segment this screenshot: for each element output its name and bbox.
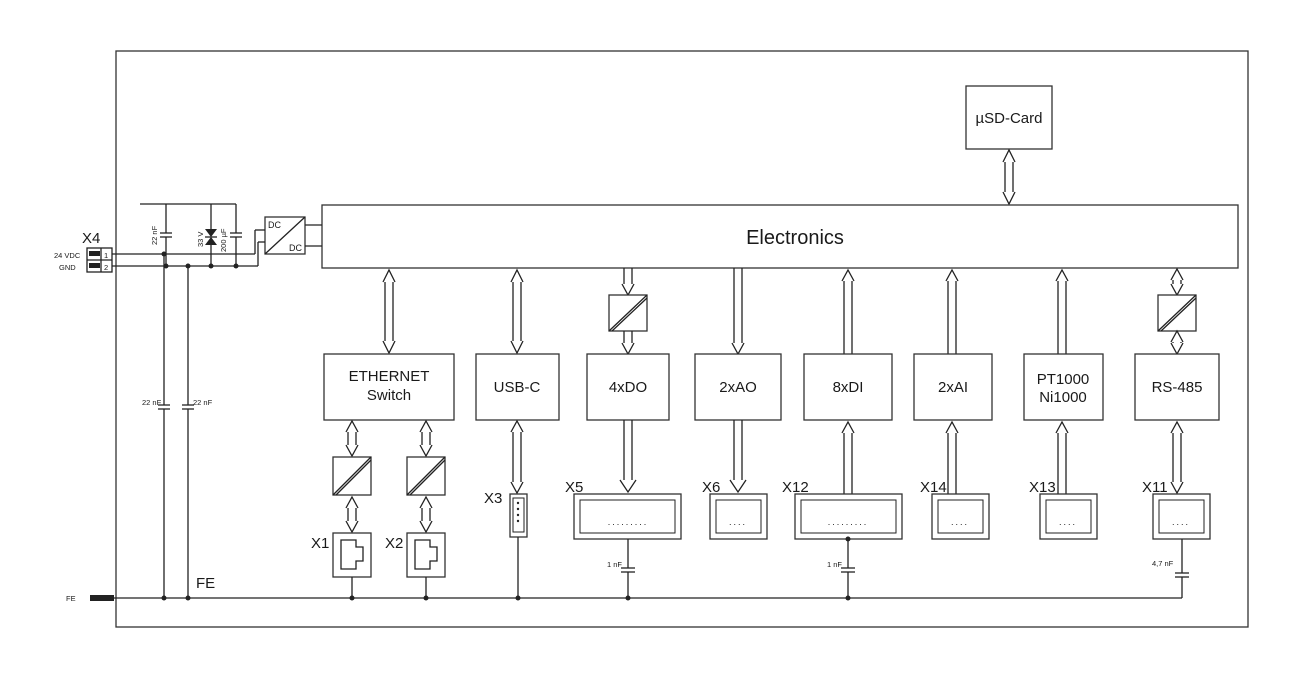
do-block bbox=[586, 353, 670, 421]
electronics-block bbox=[321, 204, 1239, 269]
fe-capacitor-2-label: 22 nF bbox=[193, 398, 213, 407]
ethernet-switch-label-line1: ETHERNET bbox=[349, 368, 430, 385]
x12-capacitor-label: 1 nF bbox=[827, 560, 842, 569]
rs485-label: RS-485 bbox=[1152, 379, 1203, 396]
fe-capacitor-2 bbox=[182, 266, 194, 598]
x11-capacitor-label: 4,7 nF bbox=[1152, 559, 1174, 568]
x12-terminal: ......... bbox=[794, 493, 903, 601]
ai-input-arrow bbox=[945, 268, 959, 354]
di-block bbox=[803, 353, 893, 421]
input-capacitor-label: 22 nF bbox=[150, 225, 159, 245]
ao-label: 2xAO bbox=[719, 379, 757, 396]
x3-usb-connector bbox=[509, 493, 528, 601]
dcdc-input-label: DC bbox=[268, 220, 281, 230]
x12-input-arrow bbox=[841, 420, 855, 494]
x6-output-arrow bbox=[729, 420, 747, 494]
svg-text:....: .... bbox=[1059, 517, 1077, 527]
x2-connector-label: X2 bbox=[385, 535, 403, 552]
x4-pin1-number: 1 bbox=[104, 251, 108, 260]
pt-input-arrow bbox=[1055, 268, 1069, 354]
x3-connector-label: X3 bbox=[484, 490, 502, 507]
device-enclosure bbox=[115, 50, 1249, 628]
dcdc-output-label: DC bbox=[289, 243, 302, 253]
bulk-capacitor bbox=[230, 204, 242, 266]
svg-text:.........: ......... bbox=[828, 517, 869, 527]
usbc-label: USB-C bbox=[494, 379, 541, 396]
x12-connector-label: X12 bbox=[782, 479, 809, 496]
ao-block bbox=[694, 353, 782, 421]
sd-card-bus-arrow bbox=[1002, 148, 1016, 206]
bulk-capacitor-label: 200 µF bbox=[219, 228, 228, 252]
fe-capacitor-1 bbox=[158, 254, 170, 598]
x14-connector-label: X14 bbox=[920, 479, 947, 496]
ethernet-switch-label-line2: Switch bbox=[367, 387, 411, 404]
fe-capacitor-1-label: 22 nF bbox=[142, 398, 162, 407]
svg-text:....: .... bbox=[1172, 517, 1190, 527]
x14-input-arrow bbox=[945, 420, 959, 494]
svg-text:.........: ......... bbox=[608, 517, 649, 527]
input-capacitor-22nf bbox=[160, 204, 172, 266]
di-input-arrow bbox=[841, 268, 855, 354]
usbc-block bbox=[475, 353, 560, 421]
x5-terminal: ......... bbox=[573, 493, 682, 601]
electronics-label: Electronics bbox=[746, 227, 844, 249]
x14-terminal: .... bbox=[931, 493, 990, 540]
fe-terminal bbox=[90, 595, 114, 601]
rs485-block bbox=[1134, 353, 1220, 421]
ethernet-bus-arrow bbox=[382, 268, 396, 355]
dcdc-converter: DC DC bbox=[264, 216, 306, 255]
fe-terminal-label: FE bbox=[66, 594, 76, 603]
x5-capacitor-label: 1 nF bbox=[607, 560, 622, 569]
x2-rj45-jack bbox=[406, 532, 446, 601]
fe-rail-label: FE bbox=[196, 575, 215, 592]
x1-connector-label: X1 bbox=[311, 535, 329, 552]
pt-sensor-block bbox=[1023, 353, 1104, 421]
x4-connector-label: X4 bbox=[82, 230, 100, 247]
svg-text:....: .... bbox=[951, 517, 969, 527]
tvs-diode bbox=[205, 204, 217, 266]
ai-block bbox=[913, 353, 993, 421]
x13-input-arrow bbox=[1055, 420, 1069, 494]
ethernet-switch-block bbox=[323, 353, 455, 421]
x6-terminal: .... bbox=[709, 493, 768, 540]
tvs-diode-label: 33 V bbox=[196, 232, 205, 247]
x5-output-arrow bbox=[619, 420, 637, 494]
sd-card-label: µSD-Card bbox=[976, 110, 1043, 127]
x1-rj45-jack bbox=[332, 532, 372, 601]
di-label: 8xDI bbox=[833, 379, 864, 396]
x4-pin1-signal-label: 24 VDC bbox=[54, 251, 81, 260]
do-output-arrow bbox=[608, 268, 648, 356]
sd-card-block bbox=[965, 85, 1053, 150]
x1-isolation-chain bbox=[332, 419, 372, 534]
x13-terminal: .... bbox=[1039, 493, 1098, 540]
x3-bus-arrow bbox=[510, 419, 524, 495]
x11-bus-arrow bbox=[1170, 420, 1184, 495]
usbc-bus-arrow bbox=[510, 268, 524, 355]
x13-connector-label: X13 bbox=[1029, 479, 1056, 496]
x4-pin2-number: 2 bbox=[104, 263, 108, 272]
x6-connector-label: X6 bbox=[702, 479, 720, 496]
svg-text:....: .... bbox=[729, 517, 747, 527]
x11-terminal: .... bbox=[1152, 493, 1211, 598]
pt-sensor-label-line1: PT1000 bbox=[1037, 371, 1090, 388]
pt-sensor-label-line2: Ni1000 bbox=[1039, 389, 1087, 406]
x5-connector-label: X5 bbox=[565, 479, 583, 496]
x2-isolation-chain bbox=[406, 419, 446, 534]
rs485-isolation-chain bbox=[1157, 267, 1197, 356]
ai-label: 2xAI bbox=[938, 379, 968, 396]
x11-connector-label: X11 bbox=[1142, 479, 1168, 496]
do-label: 4xDO bbox=[609, 379, 647, 396]
ao-output-arrow bbox=[731, 268, 745, 356]
x4-pin2-signal-label: GND bbox=[59, 263, 76, 272]
